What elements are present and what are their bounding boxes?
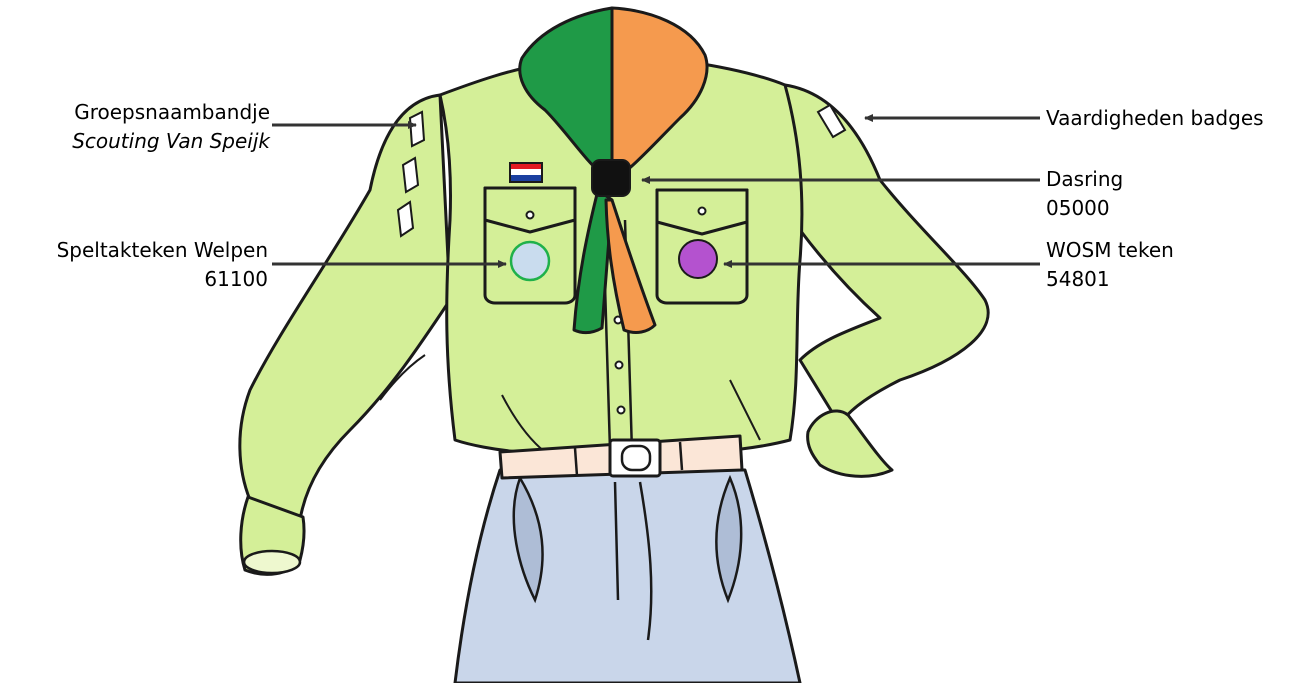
left-cuff-opening — [244, 551, 300, 573]
label-groepsnaam-title: Groepsnaambandje — [20, 98, 270, 127]
label-speltak: Speltakteken Welpen 61100 — [0, 236, 268, 294]
left-pocket-button — [527, 212, 534, 219]
label-vaardigheden: Vaardigheden badges — [1046, 104, 1264, 133]
speltak-badge — [511, 242, 549, 280]
shirt-button — [618, 407, 625, 414]
left-sleeve — [240, 95, 450, 520]
label-dasring: Dasring 05000 — [1046, 165, 1123, 223]
right-sleeve — [785, 85, 988, 425]
left-shoulder-stripe — [410, 112, 424, 146]
dasring-woggle — [592, 160, 630, 196]
label-groepsnaam-subtitle: Scouting Van Speijk — [20, 127, 270, 156]
label-vaardigheden-title: Vaardigheden badges — [1046, 104, 1264, 133]
jeans — [455, 470, 800, 683]
label-wosm-code: 54801 — [1046, 265, 1174, 294]
label-speltak-code: 61100 — [0, 265, 268, 294]
label-wosm: WOSM teken 54801 — [1046, 236, 1174, 294]
label-dasring-code: 05000 — [1046, 194, 1123, 223]
label-wosm-title: WOSM teken — [1046, 236, 1174, 265]
flag-blue — [510, 175, 542, 182]
flag-white — [510, 169, 542, 175]
belt-buckle-inner — [622, 446, 650, 470]
wosm-badge — [679, 240, 717, 278]
left-shoulder-stripe — [403, 158, 418, 192]
label-dasring-title: Dasring — [1046, 165, 1123, 194]
label-groepsnaam: Groepsnaambandje Scouting Van Speijk — [20, 98, 270, 156]
right-cuff — [808, 411, 892, 476]
right-pocket-button — [699, 208, 706, 215]
shirt-button — [616, 362, 623, 369]
label-speltak-title: Speltakteken Welpen — [0, 236, 268, 265]
